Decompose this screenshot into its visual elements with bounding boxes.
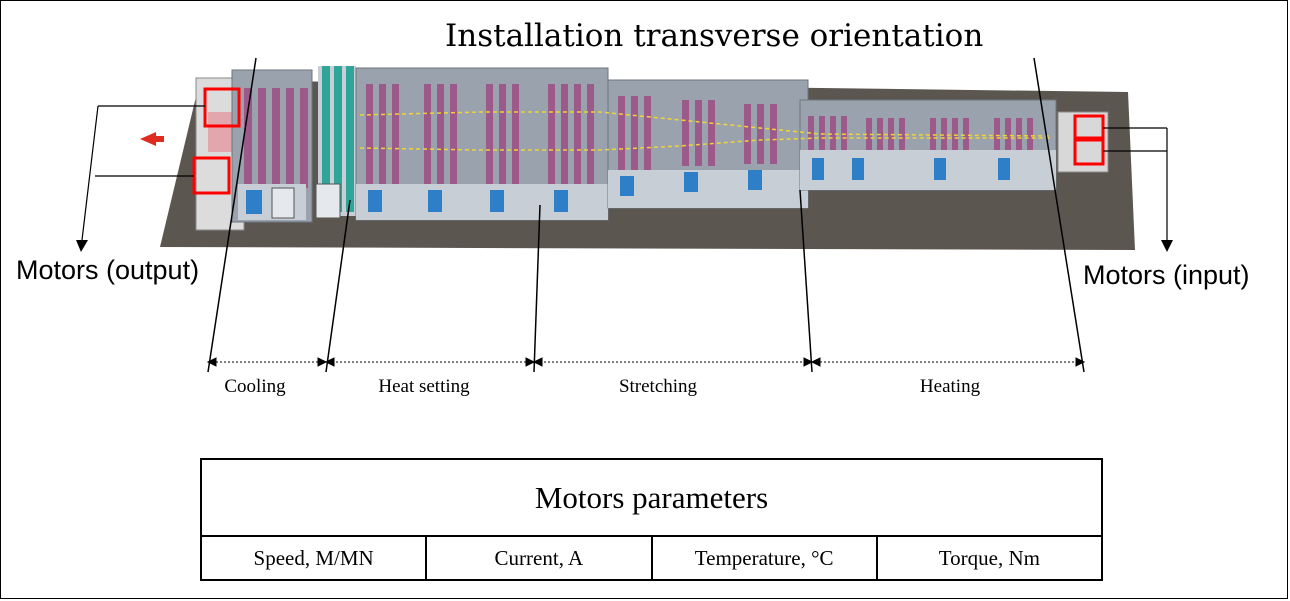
input-roll-stand: [1057, 111, 1109, 173]
output-motor-leaders: [81, 105, 205, 241]
section-label-cooling: Cooling: [224, 376, 286, 397]
output-arrowhead: [76, 240, 88, 252]
parameters-row: Speed, M/MN Current, A Temperature, °C T…: [202, 537, 1101, 579]
section-boundaries: [207, 57, 1085, 373]
section-label-heat-setting: Heat setting: [378, 376, 470, 397]
param-current: Current, A: [427, 537, 653, 579]
cooling-section: [231, 69, 313, 223]
dimension-line: [206, 357, 1086, 367]
diagram-title: Installation transverse orientation: [445, 18, 984, 54]
motors-parameters-table: Motors parameters Speed, M/MN Current, A…: [200, 458, 1103, 581]
stretching-section: [607, 79, 809, 209]
cooler-pipes: [315, 66, 356, 219]
input-motor-box-bottom: [1073, 138, 1105, 166]
param-torque: Torque, Nm: [938, 545, 1040, 570]
input-motor-box-top: [1073, 114, 1105, 140]
param-temperature: Temperature, °C: [653, 537, 878, 579]
heating-section: [799, 99, 1057, 191]
film-path: [359, 111, 1051, 151]
param-speed: Speed, M/MN: [202, 537, 428, 579]
output-motor-box-top: [203, 87, 241, 128]
input-arrowhead: [1161, 240, 1173, 252]
motors-input-label: Motors (input): [1083, 260, 1250, 290]
section-label-stretching: Stretching: [618, 376, 698, 397]
parameters-title: Motors parameters: [202, 460, 1101, 537]
section-label-heating: Heating: [919, 376, 981, 397]
input-motor-leaders: [1103, 127, 1168, 240]
motors-output-label: Motors (output): [16, 255, 200, 285]
heat-setting-section: [355, 67, 609, 221]
